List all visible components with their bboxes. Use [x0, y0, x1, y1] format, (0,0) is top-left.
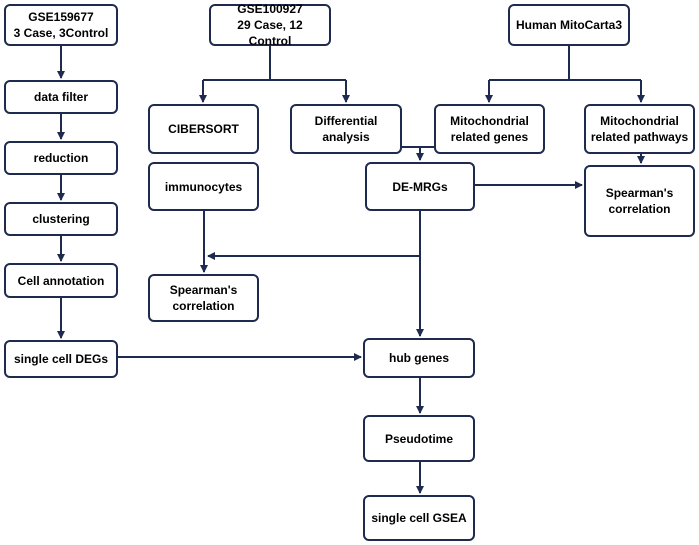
node-mito-pathways: Mitochondrial related pathways — [584, 104, 695, 154]
connector-mitocarta-split — [489, 46, 641, 81]
node-cibersort: CIBERSORT — [148, 104, 259, 154]
node-single-cell-degs: single cell DEGs — [4, 340, 118, 378]
node-de-mrgs: DE-MRGs — [365, 162, 475, 211]
node-reduction: reduction — [4, 141, 118, 175]
node-clustering: clustering — [4, 202, 118, 236]
node-gse100927: GSE100927 29 Case, 12 Control — [209, 2, 331, 48]
node-hub-genes: hub genes — [363, 338, 475, 378]
node-spearman-left: Spearman's correlation — [148, 274, 259, 322]
node-cell-annotation: Cell annotation — [4, 263, 118, 298]
node-gse159677: GSE159677 3 Case, 3Control — [4, 4, 118, 46]
node-pseudotime: Pseudotime — [363, 415, 475, 462]
node-differential-analysis: Differential analysis — [290, 104, 402, 154]
node-data-filter: data filter — [4, 80, 118, 114]
connector-gse100927-split — [203, 46, 346, 81]
node-single-cell-gsea: single cell GSEA — [363, 495, 475, 541]
node-immunocytes: immunocytes — [148, 162, 259, 211]
node-human-mitocarta3: Human MitoCarta3 — [508, 4, 630, 46]
node-mito-genes: Mitochondrial related genes — [434, 104, 545, 154]
node-spearman-right: Spearman's correlation — [584, 165, 695, 237]
